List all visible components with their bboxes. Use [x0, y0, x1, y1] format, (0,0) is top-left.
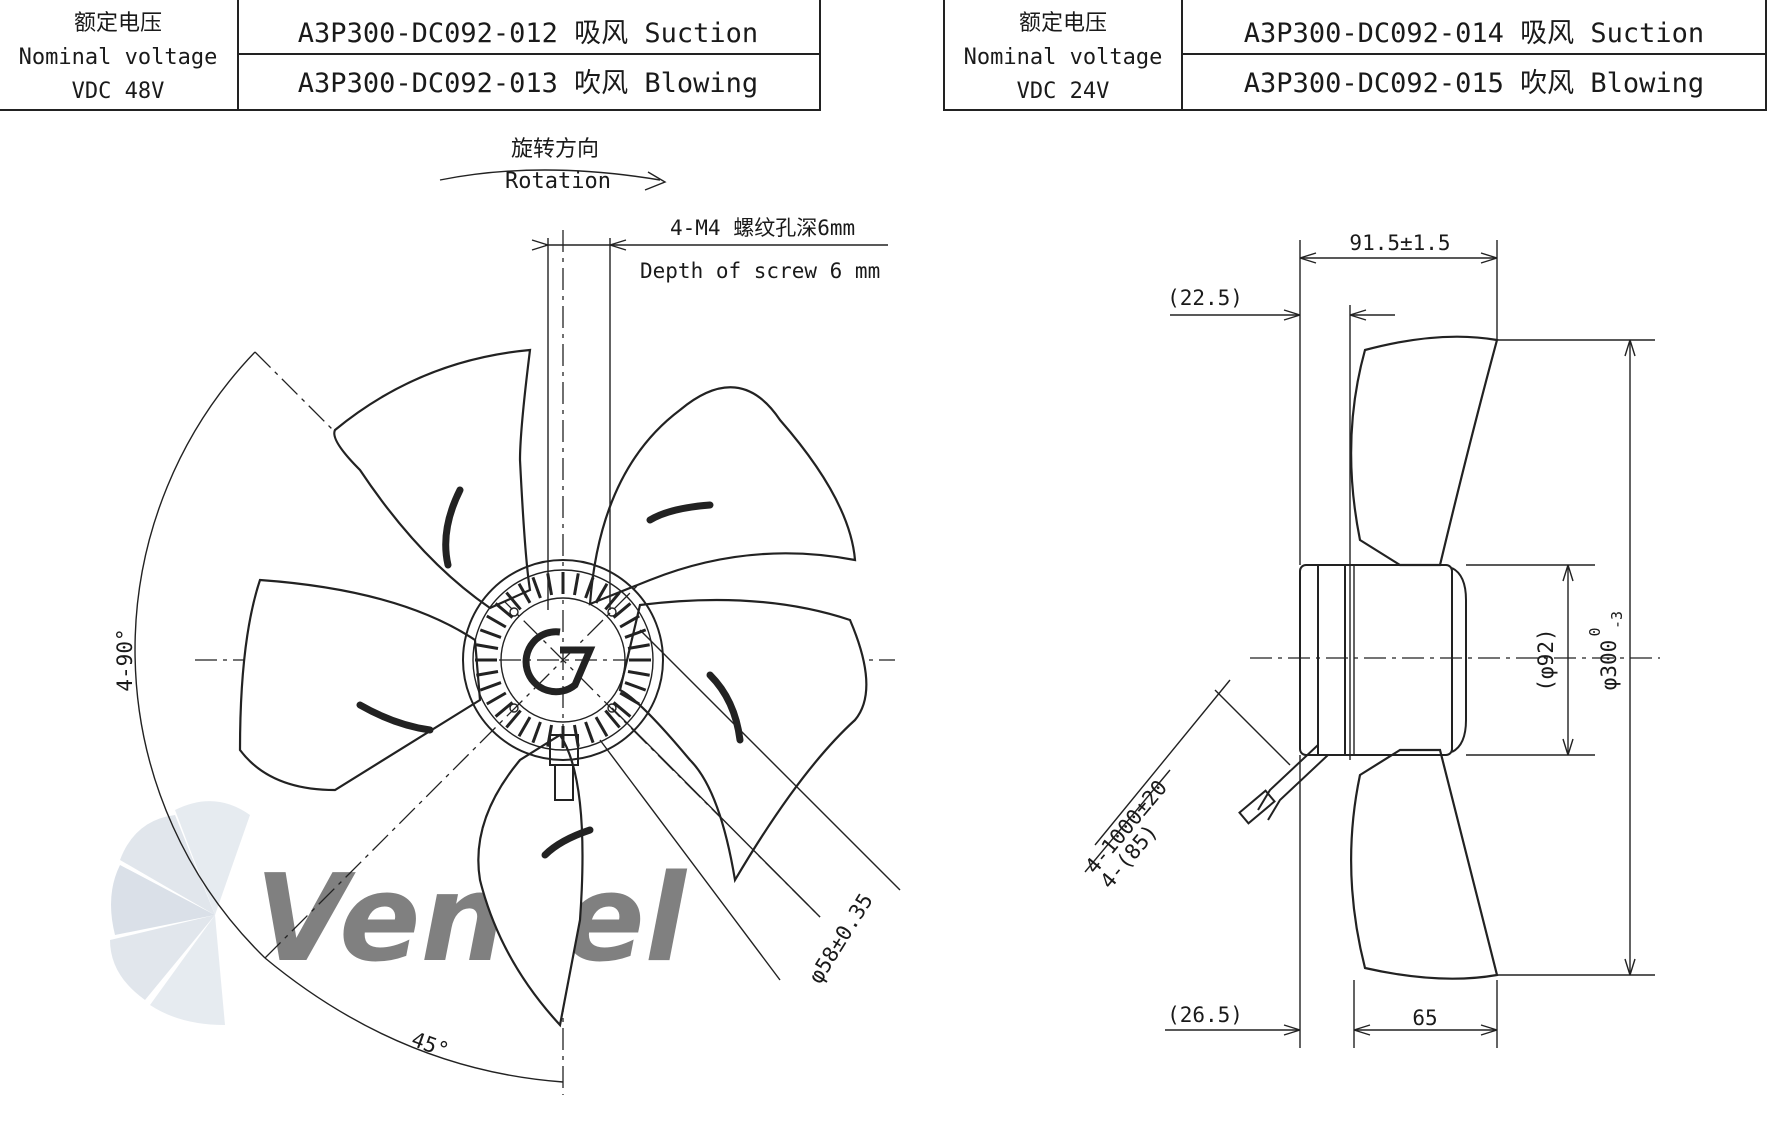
voltage-label-en: Nominal voltage: [19, 45, 218, 70]
motor-fin: [624, 681, 647, 692]
voltage-label-cn: 额定电压: [1019, 11, 1107, 36]
voltage-value: VDC 24V: [1017, 79, 1110, 104]
motor-fin: [627, 669, 650, 677]
voltage-label-cn: 额定电压: [74, 11, 162, 36]
motor-fin: [624, 628, 647, 639]
motor-fin: [479, 681, 502, 692]
offset-top-dimension: (22.5): [1167, 286, 1243, 310]
motor-fin: [476, 669, 499, 677]
motor-fin: [612, 701, 632, 718]
motor-fin: [619, 691, 640, 706]
model-row: A3P300-DC092-015 吹风 Blowing: [1244, 68, 1704, 99]
motor-fin: [531, 721, 542, 744]
motor-fin: [612, 602, 632, 619]
brand-logo-icon: [522, 628, 596, 696]
motor-fin: [517, 583, 532, 604]
motor-depth-dimension: 65: [1412, 1006, 1437, 1030]
motor-fin: [486, 691, 507, 706]
watermark-text: Ventel: [255, 850, 688, 989]
motor-body: [1299, 564, 1467, 756]
motor-fin: [594, 583, 609, 604]
blade-profile: [1350, 748, 1499, 980]
bolt-circle-label: φ58±0.35: [804, 889, 878, 988]
rotation-arrow: [439, 169, 661, 181]
screw-spec-en: Depth of screw 6 mm: [640, 259, 880, 283]
model-row: A3P300-DC092-014 吸风 Suction: [1244, 18, 1704, 49]
motor-fin: [505, 591, 522, 611]
spec-table-24v: 额定电压 Nominal voltage VDC 24V A3P300-DC09…: [943, 0, 1767, 111]
depth-dimension: 91.5±1.5: [1349, 231, 1450, 255]
motor-fin: [531, 576, 542, 599]
motor-fin: [494, 701, 514, 718]
motor-fin: [486, 614, 507, 629]
rotation-label-en: Rotation: [505, 169, 611, 194]
motor-fin: [627, 643, 650, 651]
rotation-label-cn: 旋转方向: [511, 137, 599, 162]
motor-fin: [505, 709, 522, 729]
tolerance-upper: 0: [1586, 627, 1604, 636]
motor-fin: [604, 591, 621, 611]
angle-45-label: 45°: [408, 1027, 452, 1063]
motor-fin: [584, 721, 595, 744]
voltage-value: VDC 48V: [72, 79, 165, 104]
blade-profile: [1350, 335, 1499, 567]
motor-fin: [476, 643, 499, 651]
motor-fin: [594, 716, 609, 737]
motor-fin: [517, 716, 532, 737]
ventel-watermark: Ventel: [110, 801, 688, 1025]
motor-fin: [584, 576, 595, 599]
motor-fin: [619, 614, 640, 629]
motor-fin: [494, 602, 514, 619]
fan-diameter-label: φ300: [1597, 640, 1621, 691]
motor-fin: [572, 573, 580, 596]
voltage-label-en: Nominal voltage: [964, 45, 1163, 70]
motor-fin: [479, 628, 502, 639]
spec-table-48v: 额定电压 Nominal voltage VDC 48V A3P300-DC09…: [0, 0, 821, 111]
side-view: 91.5±1.5 (22.5) (26.5) 65 (φ92) φ300: [1080, 231, 1660, 1048]
model-row: A3P300-DC092-012 吸风 Suction: [298, 18, 758, 49]
model-row: A3P300-DC092-013 吹风 Blowing: [298, 68, 758, 99]
screw-spec-cn: 4-M4 螺纹孔深6mm: [670, 216, 855, 240]
front-view: 旋转方向 Rotation 4-M4 螺纹孔深6mm Depth of scre…: [113, 137, 901, 1095]
tolerance-lower: -3: [1608, 611, 1626, 629]
motor-hub: [462, 559, 664, 801]
fan-blades: [238, 348, 868, 1028]
motor-fin: [604, 709, 621, 729]
offset-bottom-dimension: (26.5): [1167, 1003, 1243, 1027]
angle-90-label: 4-90°: [113, 628, 137, 691]
blade-slots: [356, 486, 744, 859]
hub-diameter-label: (φ92): [1534, 628, 1558, 691]
